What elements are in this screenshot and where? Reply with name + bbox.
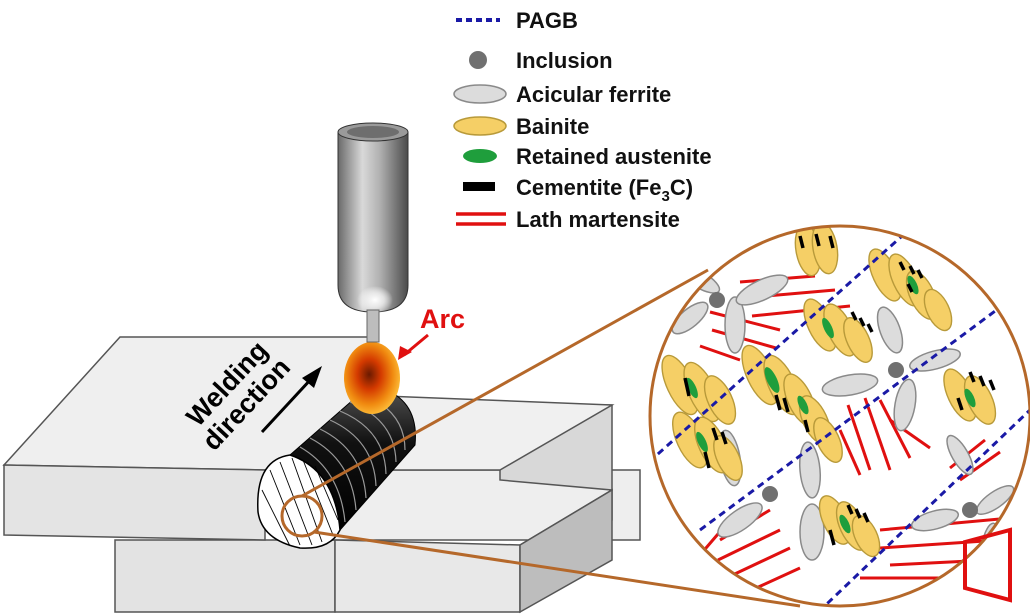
welding-scene: Arc Welding direction xyxy=(2,122,801,614)
legend-label-bainite: Bainite xyxy=(516,114,589,139)
direction-arrowhead-icon xyxy=(302,366,322,388)
magnified-microstructure xyxy=(648,224,1030,608)
retained-austenite-swatch-icon xyxy=(463,149,497,163)
legend-label-acicular-ferrite: Acicular ferrite xyxy=(516,82,671,107)
bainite-swatch-icon xyxy=(453,116,507,136)
inclusion-icon xyxy=(762,486,778,502)
legend-label-lath-martensite: Lath martensite xyxy=(516,207,680,232)
arc-arrowhead-icon xyxy=(398,346,412,360)
bainite-sheaves xyxy=(661,226,997,558)
legend-item-retained-austenite: Retained austenite xyxy=(463,144,712,169)
red-bracket-icon xyxy=(963,527,1012,603)
welding-torch xyxy=(337,122,409,343)
legend-item-lath-martensite: Lath martensite xyxy=(456,207,680,232)
weld-bead xyxy=(257,384,416,549)
weld-pool xyxy=(344,342,400,414)
legend-item-bainite: Bainite xyxy=(453,114,589,139)
acicular-ferrite-swatch-icon xyxy=(453,84,507,104)
prior-austenite-grain-boundaries xyxy=(650,226,1030,606)
legend-label-inclusion: Inclusion xyxy=(516,48,613,73)
zoom-line-bottom xyxy=(313,530,801,608)
bead-ripples xyxy=(299,392,406,523)
magnified-circle-border xyxy=(648,224,1030,608)
inclusion-swatch-icon xyxy=(469,51,487,69)
direction-arrow-icon xyxy=(260,376,314,434)
cementite-swatch-icon xyxy=(463,182,495,191)
cementite-particles xyxy=(683,233,996,546)
inclusion-icon xyxy=(962,502,978,518)
lower-plate xyxy=(114,404,641,614)
electrode-wire xyxy=(366,309,380,343)
microstructure-content xyxy=(650,226,1030,606)
inclusions xyxy=(709,292,978,518)
legend-item-acicular-ferrite: Acicular ferrite xyxy=(453,82,671,107)
legend: PAGB Inclusion Acicular ferrite Bainite … xyxy=(453,8,712,232)
legend-label-pagb: PAGB xyxy=(516,8,578,33)
legend-label-cementite: Cementite (Fe3C) xyxy=(516,175,693,205)
zoom-line-top xyxy=(301,268,709,498)
legend-item-pagb: PAGB xyxy=(456,8,578,33)
arc-label: Arc xyxy=(420,304,465,334)
retained-austenite-films xyxy=(686,275,976,534)
inclusion-icon xyxy=(709,292,725,308)
inclusion-icon xyxy=(888,362,904,378)
legend-item-cementite: Cementite (Fe3C) xyxy=(463,175,693,205)
legend-item-inclusion: Inclusion xyxy=(469,48,613,73)
legend-label-retained-austenite: Retained austenite xyxy=(516,144,712,169)
torch-glow xyxy=(357,286,393,314)
arc-annotation: Arc xyxy=(398,304,465,360)
